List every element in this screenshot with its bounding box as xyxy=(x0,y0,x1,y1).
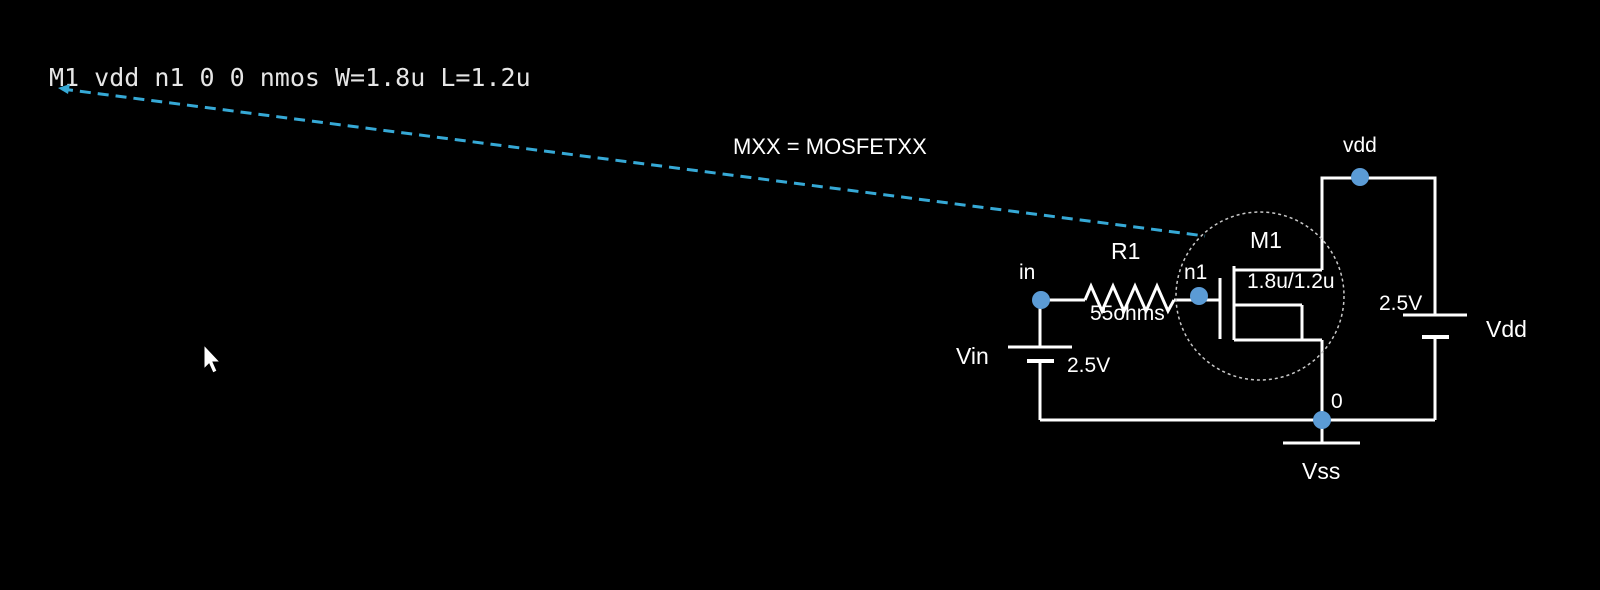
vin-name-label: Vin xyxy=(956,343,989,369)
mouse-pointer-icon xyxy=(203,343,222,374)
node-n1-dot xyxy=(1190,287,1208,305)
vin-value-label: 2.5V xyxy=(1067,354,1110,377)
ground-name-label: Vss xyxy=(1302,458,1340,484)
node-in-dot xyxy=(1032,291,1050,309)
transistor-highlight-circle xyxy=(1175,211,1345,381)
resistor-name-label: R1 xyxy=(1111,238,1140,264)
wire-vdd-top xyxy=(1320,176,1437,315)
node-ground-dot xyxy=(1313,411,1331,429)
leader-line xyxy=(61,87,1206,238)
resistor-value-label: 55ohms xyxy=(1090,302,1165,325)
node-in-label: in xyxy=(1019,261,1035,284)
transistor-name-label: M1 xyxy=(1250,227,1282,253)
naming-rule-label: MXX = MOSFETXX xyxy=(733,134,927,159)
resistor-r1-symbol xyxy=(1083,282,1176,315)
node-vdd-label: vdd xyxy=(1343,134,1377,157)
netlist-line: M1 vdd n1 0 0 nmos W=1.8u L=1.2u xyxy=(49,63,531,92)
node-vdd-dot xyxy=(1351,168,1369,186)
node-n1-label: n1 xyxy=(1184,261,1207,284)
vdd-name-label: Vdd xyxy=(1486,316,1527,342)
transistor-size-label: 1.8u/1.2u xyxy=(1247,270,1335,293)
node-ground-label: 0 xyxy=(1331,390,1343,413)
leader-arrowhead xyxy=(58,84,70,94)
vdd-value-label: 2.5V xyxy=(1379,292,1422,315)
